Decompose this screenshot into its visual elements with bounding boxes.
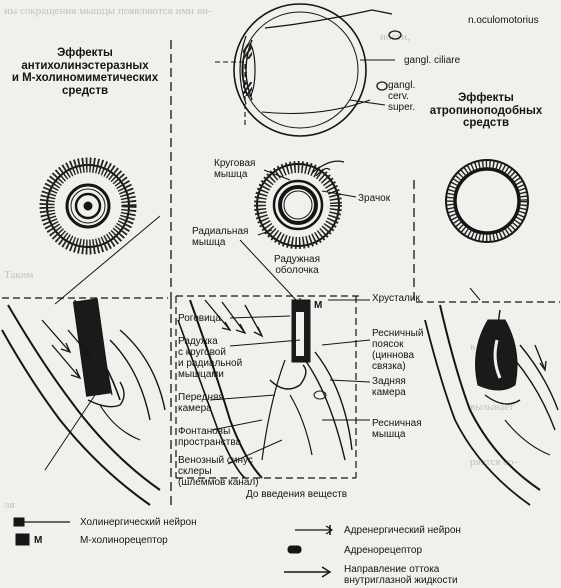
section-right: [425, 288, 558, 505]
legend-m-symbol: M: [34, 535, 42, 546]
label-zadnyaya: Задняя камера: [372, 376, 406, 398]
label-fontanovy: Фонтановы пространства: [178, 426, 241, 448]
label-perednyaya: Передняя камера: [178, 392, 224, 414]
label-raduzhka: Радужка с круговой и радиальной мышцами: [178, 336, 242, 380]
eyeball-drawing: [215, 4, 401, 136]
caption: До введения веществ: [246, 489, 347, 500]
label-khrustalik: Хрусталик: [372, 293, 420, 304]
right-header-line: атропиноподобных: [416, 105, 556, 118]
label-poyasok-line: Ресничный: [372, 328, 423, 339]
label-poyasok-line: (циннова: [372, 350, 423, 361]
right-header-line: средств: [416, 117, 556, 130]
section-left: [2, 216, 165, 505]
left-header-line: средств: [5, 85, 165, 98]
label-raduzhnaya-line: оболочка: [274, 265, 320, 276]
right-header-line: Эффекты: [416, 92, 556, 105]
label-gangl-cerv-line: super.: [388, 102, 415, 113]
label-krugovaya-line: мышца: [214, 169, 255, 180]
label-venozny: Венозный синус склеры (шлеммов канал): [178, 455, 259, 488]
label-raduzhka-line: Радужка: [178, 336, 242, 347]
legend-outflow-line: внутриглазной жидкости: [344, 575, 458, 586]
left-header: Эффекты антихолинэстеразных и М-холиноми…: [5, 47, 165, 97]
label-zadnyaya-line: Задняя: [372, 376, 406, 387]
right-header: Эффекты атропиноподобных средств: [416, 92, 556, 130]
label-raduzhka-line: и радиальной: [178, 358, 242, 369]
label-resnichnaya-line: мышца: [372, 429, 422, 440]
label-rogovitsa: Роговица: [178, 313, 221, 324]
label-gangl-cerv-line: cerv.: [388, 91, 415, 102]
label-poyasok-line: связка): [372, 361, 423, 372]
label-poyasok: Ресничный поясок (циннова связка): [372, 328, 423, 372]
iris-middle: [257, 161, 344, 246]
label-raduzhnaya-line: Радужная: [274, 254, 320, 265]
left-header-line: и М-холиномиметических: [5, 72, 165, 85]
label-fontanovy-line: пространства: [178, 437, 241, 448]
label-radialnaya-line: мышца: [192, 237, 248, 248]
label-resnichnaya-line: Ресничная: [372, 418, 422, 429]
legend-m-holino: М-холинорецептор: [80, 535, 168, 546]
legend-holinergic: Холинергический нейрон: [80, 517, 197, 528]
label-raduzhka-line: с круговой: [178, 347, 242, 358]
label-krugovaya-line: Круговая: [214, 158, 255, 169]
legend-adrenergic: Адренергический нейрон: [344, 525, 461, 536]
label-zadnyaya-line: камера: [372, 387, 406, 398]
label-fontanovy-line: Фонтановы: [178, 426, 241, 437]
label-radialnaya: Радиальная мышца: [192, 226, 248, 248]
iris-left: [47, 165, 129, 247]
label-poyasok-line: поясок: [372, 339, 423, 350]
left-header-line: антихолинэстеразных: [5, 60, 165, 73]
label-oculomotorius: n.oculomotorius: [468, 15, 539, 26]
label-venozny-line: (шлеммов канал): [178, 477, 259, 488]
label-venozny-line: Венозный синус: [178, 455, 259, 466]
label-resnichnaya: Ресничная мышца: [372, 418, 422, 440]
label-m-receptor: M: [314, 300, 322, 311]
label-zrachok: Зрачок: [358, 193, 390, 204]
label-krugovaya: Круговая мышца: [214, 158, 255, 180]
label-radialnaya-line: Радиальная: [192, 226, 248, 237]
label-perednyaya-line: камера: [178, 403, 224, 414]
left-header-line: Эффекты: [5, 47, 165, 60]
label-venozny-line: склеры: [178, 466, 259, 477]
legend-outflow-line: Направление оттока: [344, 564, 458, 575]
label-gangl-cerv-line: gangl.: [388, 80, 415, 91]
label-raduzhnaya: Радужная оболочка: [274, 254, 320, 276]
label-gangl-cerv: gangl. cerv. super.: [388, 80, 415, 113]
label-raduzhka-line: мышцами: [178, 369, 242, 380]
label-gangl-ciliare: gangl. ciliare: [404, 55, 460, 66]
iris-right: [446, 160, 528, 242]
legend-adrenoreceptor: Адренорецептор: [344, 545, 422, 556]
legend-outflow: Направление оттока внутриглазной жидкост…: [344, 564, 458, 586]
label-perednyaya-line: Передняя: [178, 392, 224, 403]
